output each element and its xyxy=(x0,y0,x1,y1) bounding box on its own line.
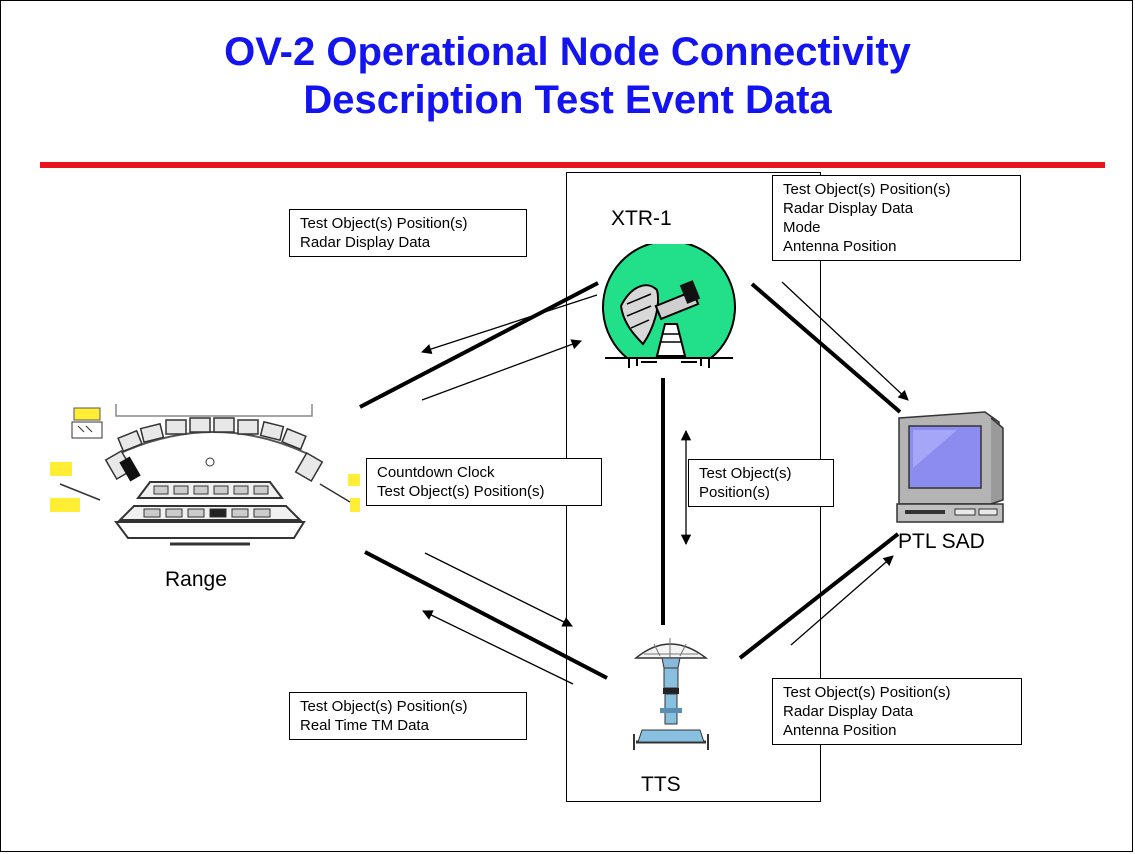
data-line: Mode xyxy=(783,219,821,236)
data-line: Test Object(s) Position(s) xyxy=(377,483,545,500)
data-line: Countdown Clock xyxy=(377,464,495,481)
slide-title: OV-2 Operational Node Connectivity Descr… xyxy=(0,28,1135,124)
data-line: Test Object(s) Position(s) xyxy=(300,698,468,715)
data-line: Test Object(s) Position(s) xyxy=(300,215,468,232)
arrow-tts-to-range xyxy=(422,610,574,685)
arrow-range-to-xtr xyxy=(421,339,582,401)
node-label-xtr: XTR-1 xyxy=(611,207,672,230)
title-line-1: OV-2 Operational Node Connectivity xyxy=(224,30,911,74)
data-box-xtr-tts: Test Object(s) Position(s) xyxy=(688,459,834,507)
data-line: Radar Display Data xyxy=(783,703,914,720)
radar-antenna-icon xyxy=(602,244,736,368)
node-label-tts: TTS xyxy=(641,773,681,796)
data-box-range-xtr: Test Object(s) Position(s) Radar Display… xyxy=(289,209,527,257)
dish-antenna-icon xyxy=(633,638,709,750)
node-label-range: Range xyxy=(165,568,227,591)
data-line: Antenna Position xyxy=(783,722,897,739)
node-label-ptl: PTL SAD xyxy=(898,530,985,553)
arrow-tts-to-ptl xyxy=(790,555,894,646)
control-room-console-icon xyxy=(50,404,360,546)
arrow-range-to-tts xyxy=(424,552,573,627)
title-divider xyxy=(40,162,1105,168)
data-line: Test Object(s) xyxy=(699,465,792,482)
arrow-xtr-to-range xyxy=(421,294,598,355)
data-line: Test Object(s) Position(s) xyxy=(783,181,951,198)
data-line: Real Time TM Data xyxy=(300,717,429,734)
link-xtr-ptl xyxy=(750,282,902,414)
computer-monitor-icon xyxy=(896,411,1004,523)
arrow-to-ptl xyxy=(781,281,909,401)
link-tts-ptl xyxy=(738,532,900,660)
data-box-tts-ptl: Test Object(s) Position(s) Radar Display… xyxy=(772,678,1022,745)
data-box-range-center: Countdown Clock Test Object(s) Position(… xyxy=(366,458,602,506)
data-box-xtr-ptl: Test Object(s) Position(s) Radar Display… xyxy=(772,175,1021,261)
link-range-xtr xyxy=(359,281,599,409)
link-range-tts xyxy=(364,550,608,680)
data-line: Test Object(s) Position(s) xyxy=(783,684,951,701)
data-box-range-tts: Test Object(s) Position(s) Real Time TM … xyxy=(289,692,527,740)
data-line: Radar Display Data xyxy=(783,200,914,217)
title-line-2: Description Test Event Data xyxy=(303,78,832,122)
data-line: Radar Display Data xyxy=(300,234,431,251)
data-line: Antenna Position xyxy=(783,238,897,255)
data-line: Position(s) xyxy=(699,484,770,501)
